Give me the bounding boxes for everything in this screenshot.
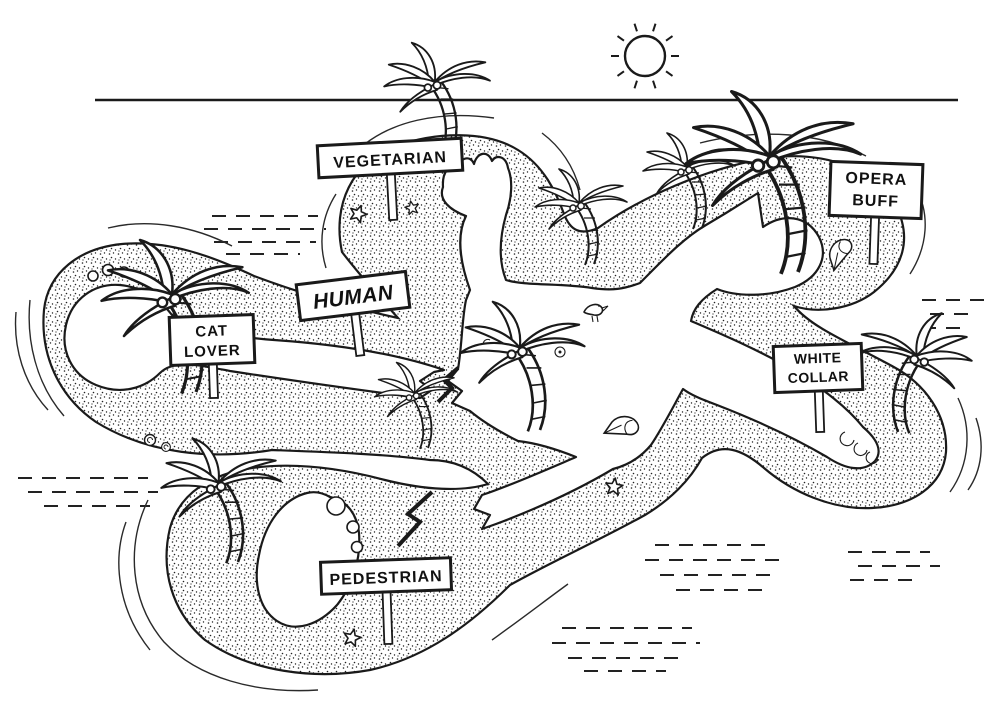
sign-board <box>827 159 925 221</box>
sign-post <box>813 384 826 434</box>
sign-cat-lover: CAT LOVER <box>167 312 257 400</box>
sign-board <box>294 269 412 323</box>
spiral-shell <box>143 433 157 447</box>
sign-post <box>381 586 394 646</box>
sign-pedestrian: PEDESTRIAN <box>318 556 454 646</box>
crack-mark <box>436 366 460 404</box>
sign-label: PEDESTRIAN <box>329 568 443 589</box>
spiral-shell <box>161 442 171 452</box>
sign-board <box>771 341 865 395</box>
curled-fingers <box>839 431 879 465</box>
sign-label: WHITE <box>794 349 842 367</box>
human-figure <box>440 152 880 531</box>
sign-label: BUFF <box>852 192 899 211</box>
sign-board <box>167 312 257 368</box>
sign-human: HUMAN <box>294 269 412 358</box>
sign-label: VEGETARIAN <box>333 149 447 172</box>
sign-post <box>868 210 881 266</box>
sun-icon <box>611 23 679 89</box>
sign-white-collar: WHITE COLLAR <box>771 341 865 434</box>
sign-board <box>315 136 465 180</box>
sign-label: LOVER <box>184 342 241 361</box>
sign-board <box>318 556 454 596</box>
bird <box>583 303 609 323</box>
sign-label: COLLAR <box>787 368 849 386</box>
crack-mark <box>396 490 434 548</box>
sign-opera-buff: OPERA BUFF <box>827 159 925 266</box>
sign-label: OPERA <box>845 170 907 189</box>
belly-button <box>554 346 566 358</box>
sign-label: CAT <box>195 322 228 340</box>
sign-vegetarian: VEGETARIAN <box>315 136 465 222</box>
sign-post <box>385 166 399 222</box>
